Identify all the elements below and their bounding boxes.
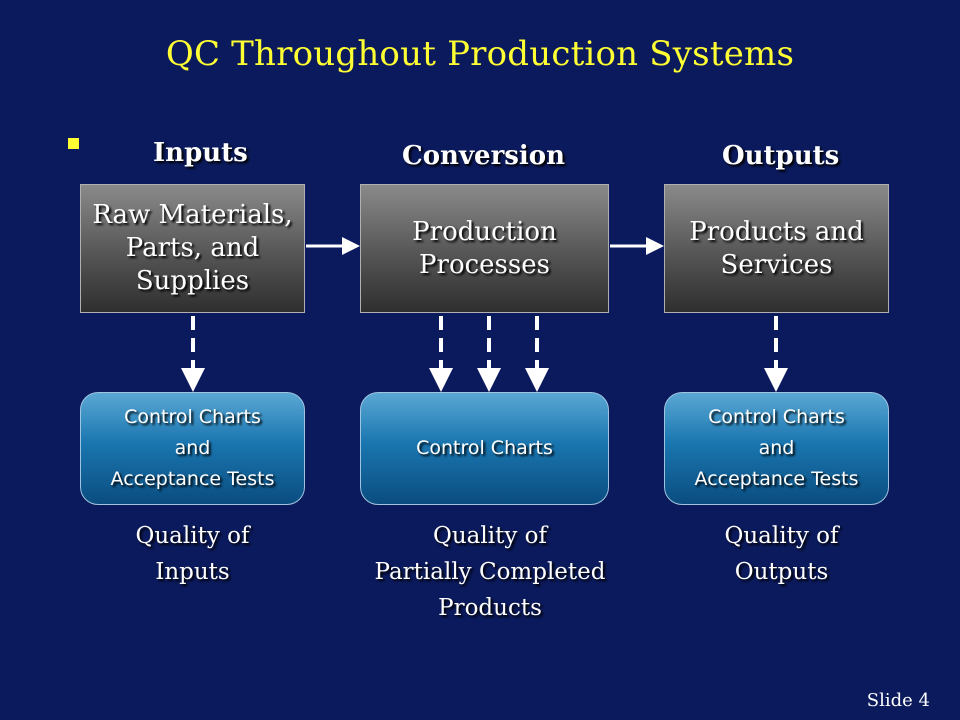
slide-number-label: Slide (866, 690, 913, 711)
stage-outputs-line-1: Products and (689, 216, 864, 247)
stage-inputs-line-3: Supplies (135, 266, 250, 296)
quality-conversion-line-3: Products (438, 595, 542, 621)
quality-inputs-line-2: Inputs (155, 559, 230, 585)
column-heading-conversion: Conversion (402, 141, 566, 171)
stage-inputs-line-1: Raw Materials, (92, 200, 293, 230)
quality-conversion-line-1: Quality of (432, 523, 547, 549)
slide-title: QC Throughout Production Systems (165, 34, 795, 74)
bullet-marker (68, 138, 79, 149)
slide-number-value: 4 (918, 690, 930, 711)
quality-outputs-line-1: Quality of (724, 523, 839, 549)
quality-inputs-line-1: Quality of (135, 523, 250, 549)
control-box-conversion: Control Charts (360, 392, 609, 505)
control-outputs-line-2: and (758, 437, 795, 459)
slide-number: Slide 4 (867, 690, 930, 711)
quality-outputs-line-2: Outputs (734, 559, 829, 585)
control-outputs-line-1: Control Charts (708, 406, 845, 428)
control-box-outputs: Control Charts and Acceptance Tests (664, 392, 889, 505)
stage-inputs-line-2: Parts, and (125, 233, 260, 263)
control-outputs-line-3: Acceptance Tests (694, 468, 859, 490)
quality-caption-conversion: Quality of Partially Completed Products (340, 518, 640, 626)
control-conversion-line-1: Control Charts (416, 437, 553, 459)
column-heading-inputs: Inputs (153, 138, 248, 168)
control-inputs-line-2: and (174, 437, 211, 459)
control-box-inputs: Control Charts and Acceptance Tests (80, 392, 305, 505)
stage-box-conversion: Production Processes (360, 184, 609, 313)
stage-conversion-line-2: Processes (419, 249, 550, 280)
control-inputs-line-1: Control Charts (124, 406, 261, 428)
control-inputs-line-3: Acceptance Tests (110, 468, 275, 490)
stage-conversion-line-1: Production (412, 216, 557, 247)
quality-caption-inputs: Quality of Inputs (80, 518, 305, 590)
stage-outputs-line-2: Services (720, 249, 833, 280)
stage-box-outputs: Products and Services (664, 184, 889, 313)
column-heading-outputs: Outputs (722, 141, 840, 171)
quality-conversion-line-2: Partially Completed (374, 559, 606, 585)
quality-caption-outputs: Quality of Outputs (664, 518, 899, 590)
stage-box-inputs: Raw Materials, Parts, and Supplies (80, 184, 305, 313)
